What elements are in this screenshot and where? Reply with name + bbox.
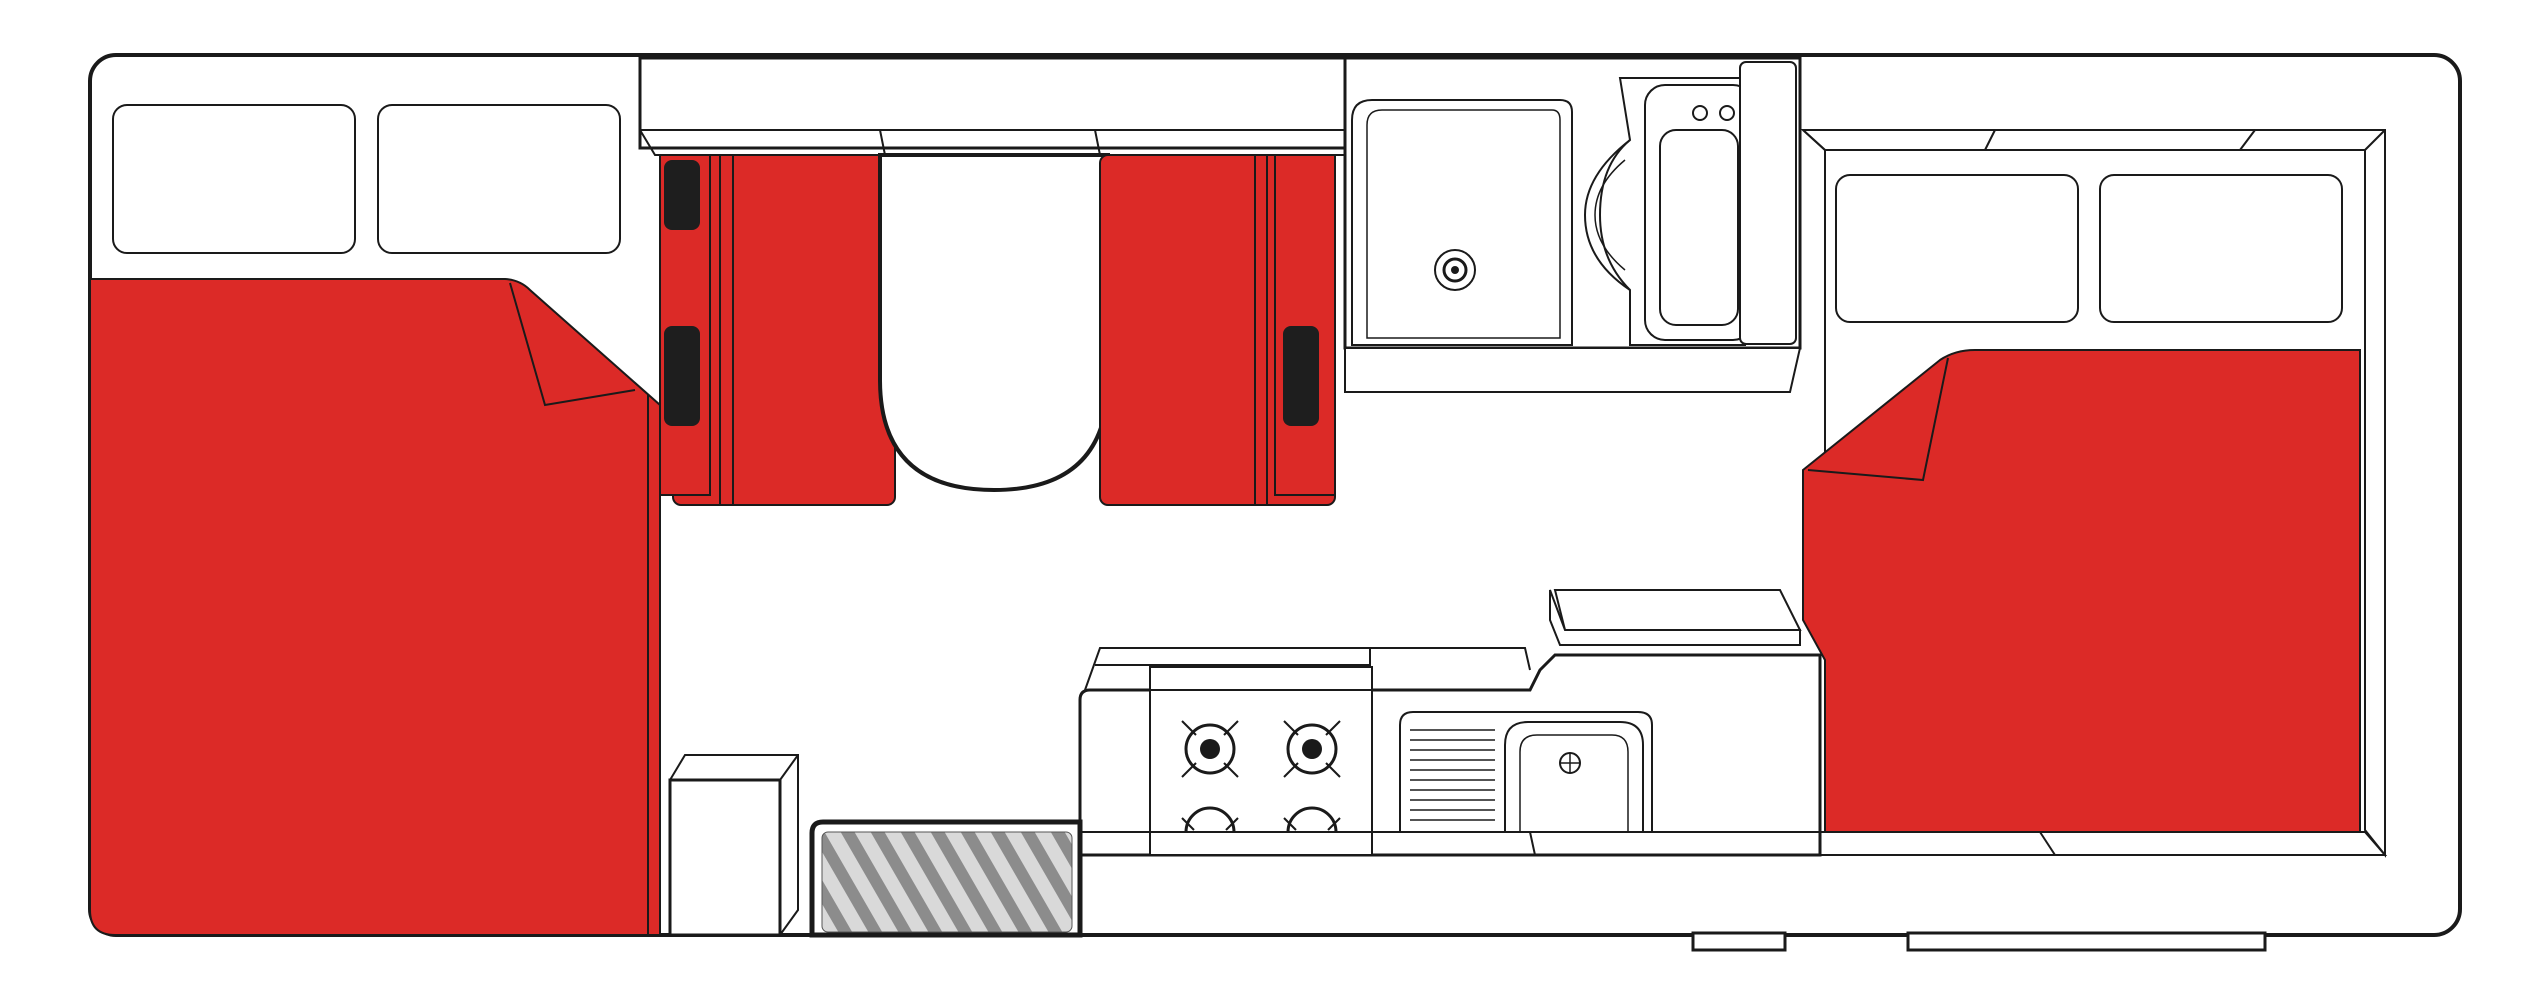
kitchen <box>1078 589 1825 857</box>
cushion-left-top <box>664 160 700 230</box>
kitchen-box <box>1553 589 1802 631</box>
wheel-bump-2 <box>1906 931 2267 952</box>
fridge <box>668 754 799 937</box>
wheel-bump-1 <box>1691 931 1787 952</box>
basin-tap-right <box>1719 105 1735 121</box>
stove-burner-2 <box>1283 720 1341 778</box>
kitchen-sink <box>1399 711 1653 832</box>
dinette <box>659 153 1336 506</box>
rear-sheet-fold <box>509 282 636 407</box>
stove-burner-4 <box>1283 806 1341 833</box>
basin-tap-left <box>1692 105 1708 121</box>
dinette-table <box>878 153 1110 493</box>
rear-pillow-right <box>377 104 621 254</box>
front-pillow-left <box>1835 174 2079 323</box>
front-pillow-right <box>2099 174 2343 323</box>
overhead-cabinet <box>638 56 1347 156</box>
cushion-left-bottom <box>664 326 700 426</box>
sink-basin <box>1504 721 1644 832</box>
front-mattress <box>1802 349 2361 833</box>
dinette-backrest-right <box>1274 154 1336 496</box>
rear-pillow-left <box>112 104 356 254</box>
rear-mattress <box>89 278 661 936</box>
front-bed <box>1070 129 2388 858</box>
stove <box>1149 666 1373 856</box>
rear-bed <box>89 104 661 936</box>
stove-burner-1 <box>1181 720 1239 778</box>
front-sheet-fold <box>1807 357 1949 482</box>
cushion-right-bottom <box>1283 326 1319 426</box>
entry-step-mat <box>821 831 1073 933</box>
sink-drainer <box>1410 729 1495 821</box>
stove-burner-3 <box>1181 806 1239 833</box>
bathroom <box>1343 56 1802 393</box>
entry-step <box>809 819 1083 938</box>
shower-tray <box>1351 99 1573 346</box>
